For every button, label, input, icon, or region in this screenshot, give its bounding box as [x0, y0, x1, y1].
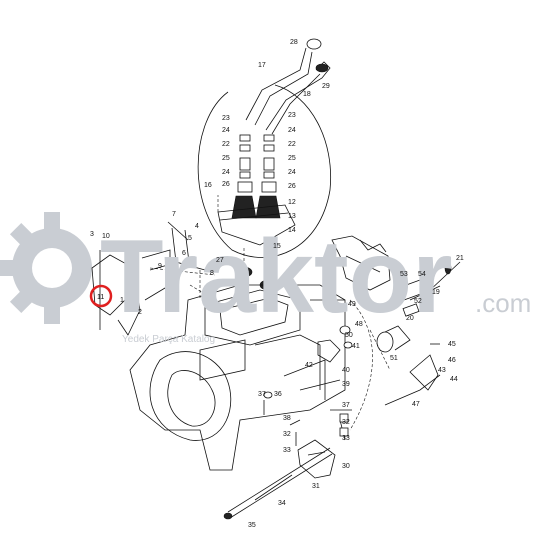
part-label: 23	[288, 112, 296, 119]
part-label: 10	[102, 233, 110, 240]
part-label: 49	[348, 301, 356, 308]
part-labels: 28 17 18 29 23 23 24 24 22 22 25 25 24 2…	[90, 39, 464, 529]
watermark-subtitle: Yedek Parça Katalog	[122, 334, 215, 345]
part-label: 12	[288, 199, 296, 206]
part-label: 41	[352, 343, 360, 350]
part-label: 21	[456, 255, 464, 262]
part-label: 43	[438, 367, 446, 374]
part-label: 39	[342, 381, 350, 388]
part-label: 11	[97, 294, 104, 301]
part-label: 24	[288, 127, 296, 134]
part-label: 33	[342, 435, 350, 442]
part-label: 20	[406, 315, 414, 322]
part-label: 17	[258, 62, 266, 69]
part-label: 5	[188, 235, 192, 242]
watermark-brand: Traktor	[100, 219, 453, 335]
part-label: 13	[288, 213, 296, 220]
part-label: 54	[418, 271, 426, 278]
part-label: 37	[342, 402, 350, 409]
part-label: 28	[290, 39, 298, 46]
part-label: 32	[342, 419, 350, 426]
part-label: 30	[342, 463, 350, 470]
part-label: 35	[248, 522, 256, 529]
part-label: 8	[210, 270, 214, 277]
part-label: 34	[278, 500, 286, 507]
part-label: 22	[222, 141, 230, 148]
part-label: 53	[400, 271, 408, 278]
part-label: 33	[283, 447, 291, 454]
part-label: 19	[432, 289, 440, 296]
part-label: 27	[216, 257, 224, 264]
part-label: 40	[342, 367, 350, 374]
part-label: 25	[222, 155, 230, 162]
part-label: 6	[182, 250, 186, 257]
part-label: 14	[288, 227, 296, 234]
part-label: 52	[414, 298, 422, 305]
part-label: 47	[412, 401, 420, 408]
part-label: 38	[283, 415, 291, 422]
part-label: 26	[222, 181, 230, 188]
diagram-linework	[91, 38, 461, 520]
part-label: 2	[138, 309, 142, 316]
gear-icon	[0, 212, 92, 324]
part-label: 24	[288, 169, 296, 176]
part-label: 23	[222, 115, 230, 122]
part-label: 7	[172, 211, 176, 218]
part-label: 29	[322, 83, 330, 90]
part-label: 51	[390, 355, 398, 362]
part-label: 22	[288, 141, 296, 148]
part-label: 16	[204, 182, 212, 189]
part-label: 37	[258, 391, 266, 398]
part-label: 42	[305, 362, 313, 369]
part-label: 32	[283, 431, 291, 438]
part-label: 24	[222, 127, 230, 134]
part-label: 50	[345, 332, 353, 339]
part-label: 25	[288, 155, 296, 162]
part-label: 48	[355, 321, 363, 328]
part-label: 36	[274, 391, 282, 398]
part-label: 4	[195, 223, 199, 230]
part-label: 31	[312, 483, 320, 490]
part-label: 3	[90, 231, 94, 238]
part-label: 45	[448, 341, 456, 348]
part-label: 18	[303, 91, 311, 98]
part-label: 15	[273, 243, 281, 250]
part-label: 9	[158, 263, 162, 270]
highlight-circle	[89, 284, 113, 308]
part-label: 44	[450, 376, 458, 383]
part-label: 46	[448, 357, 456, 364]
part-label: 24	[222, 169, 230, 176]
part-label: 26	[288, 183, 296, 190]
watermark-suffix: .com	[475, 288, 531, 318]
part-label: 1	[120, 297, 124, 304]
